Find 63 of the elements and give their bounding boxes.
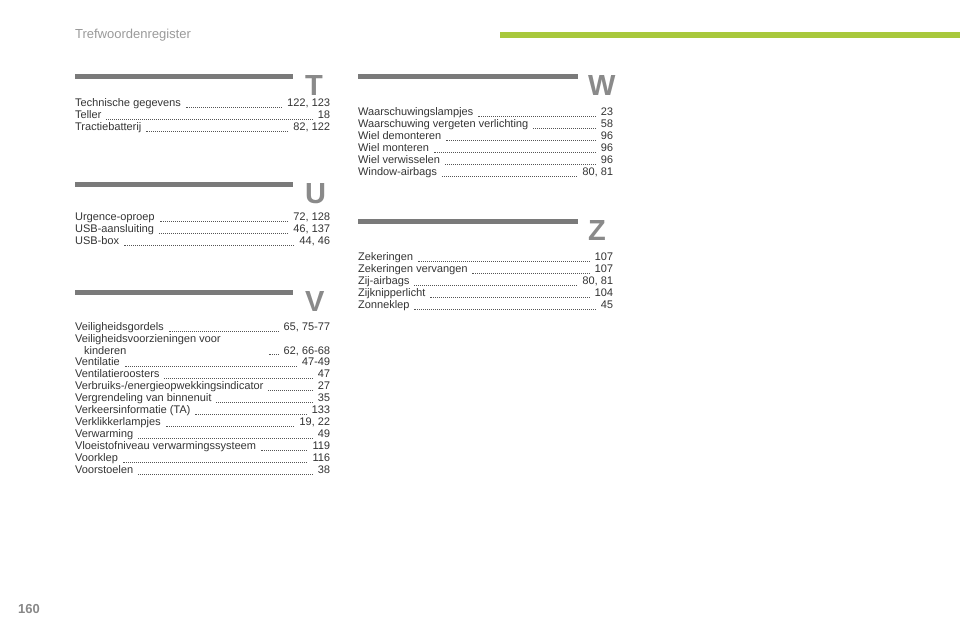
section-letter: Z bbox=[588, 216, 606, 246]
index-term: Tractiebatterij bbox=[75, 122, 142, 134]
index-term: Wiel verwisselen bbox=[358, 155, 440, 167]
index-term: Ventilatieroosters bbox=[75, 369, 160, 381]
index-term: Vloeistofniveau verwarmingssysteem bbox=[75, 441, 256, 453]
page-reference: 18 bbox=[318, 110, 330, 122]
index-term: Verbruiks-/energieopwekkingsindicator bbox=[75, 381, 264, 393]
index-term: Window-airbags bbox=[358, 167, 437, 179]
index-term: Veiligheidsvoorzieningen voor kinderen bbox=[75, 334, 222, 357]
index-term: Vergrendeling van binnenuit bbox=[75, 393, 212, 405]
page-reference: 96 bbox=[600, 131, 613, 143]
page-reference: 107 bbox=[594, 264, 613, 276]
section-letter: V bbox=[305, 287, 324, 317]
page-reference: 35 bbox=[318, 393, 330, 405]
page-reference: 116 bbox=[312, 453, 330, 465]
index-term: Zijknipperlicht bbox=[358, 288, 426, 300]
index-term: Veiligheidsgordels bbox=[75, 322, 164, 334]
index-term: Wiel monteren bbox=[358, 143, 429, 155]
page-reference: 80, 81 bbox=[582, 167, 613, 179]
section-letter: U bbox=[305, 179, 326, 209]
index-term: Waarschuwing vergeten verlichting bbox=[358, 119, 528, 131]
index-term: Urgence-oproep bbox=[75, 212, 154, 224]
page-reference: 47 bbox=[318, 369, 330, 381]
page-header: Trefwoordenregister bbox=[75, 26, 191, 41]
index-term: Zekeringen vervangen bbox=[358, 264, 468, 276]
page-number: 160 bbox=[18, 601, 40, 616]
page-reference: 82, 122 bbox=[293, 122, 330, 134]
index-term: USB-box bbox=[75, 236, 120, 248]
page-reference: 80, 81 bbox=[582, 276, 613, 288]
page-reference: 104 bbox=[594, 288, 613, 300]
index-term: Teller bbox=[75, 110, 102, 122]
page-reference: 19, 22 bbox=[299, 417, 330, 429]
page-reference: 62, 66-68 bbox=[284, 346, 330, 357]
page-reference: 96 bbox=[600, 143, 613, 155]
page-reference: 38 bbox=[318, 465, 330, 477]
page-reference: 44, 46 bbox=[299, 236, 330, 248]
index-term: Verklikkerlampjes bbox=[75, 417, 161, 429]
page-reference: 107 bbox=[594, 252, 613, 264]
index-term: USB-aansluiting bbox=[75, 224, 154, 236]
page-reference: 45 bbox=[600, 300, 613, 312]
page-reference: 58 bbox=[600, 119, 613, 131]
index-term: Verwarming bbox=[75, 429, 134, 441]
page-reference: 23 bbox=[600, 107, 613, 119]
index-term: Verkeersinformatie (TA) bbox=[75, 405, 190, 417]
index-term: Waarschuwingslampjes bbox=[358, 107, 474, 119]
index-term: Zekeringen bbox=[358, 252, 414, 264]
index-term: Wiel demonteren bbox=[358, 131, 442, 143]
index-term: Ventilatie bbox=[75, 357, 120, 369]
page-reference: 133 bbox=[312, 405, 330, 417]
page-reference: 72, 128 bbox=[293, 212, 330, 224]
section-letter: W bbox=[588, 71, 616, 101]
page-reference: 27 bbox=[318, 381, 330, 393]
page-reference: 49 bbox=[318, 429, 330, 441]
index-term: Zonneklep bbox=[358, 300, 410, 312]
page-reference: 47-49 bbox=[302, 357, 330, 369]
page-reference: 46, 137 bbox=[293, 224, 330, 236]
index-term: Technische gegevens bbox=[75, 98, 181, 110]
page-reference: 96 bbox=[600, 155, 613, 167]
index-term: Zij-airbags bbox=[358, 276, 410, 288]
index-term: Voorklep bbox=[75, 453, 118, 465]
page-reference: 65, 75-77 bbox=[284, 322, 330, 334]
page-reference: 119 bbox=[312, 441, 330, 453]
index-term: Voorstoelen bbox=[75, 465, 134, 477]
